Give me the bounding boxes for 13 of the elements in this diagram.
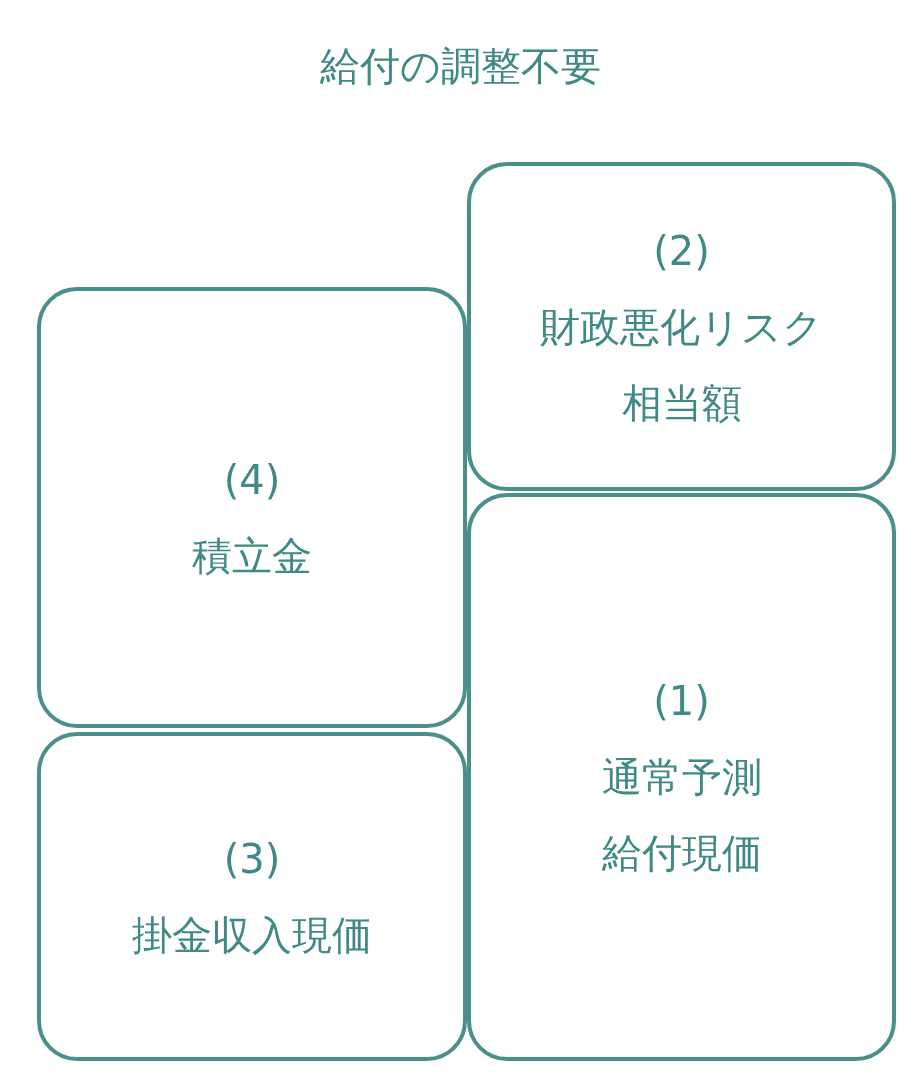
rounded-box bbox=[467, 493, 896, 1061]
item-number: (1) bbox=[653, 677, 710, 726]
item-number: (2) bbox=[653, 226, 710, 276]
item-number: (4) bbox=[223, 455, 281, 505]
box-label: 積立金 bbox=[192, 531, 312, 581]
box-label: 通常予測給付現価 bbox=[600, 753, 763, 878]
title: 給付の調整不要 bbox=[318, 42, 602, 91]
box-label: 掛金収入現価 bbox=[132, 910, 372, 960]
item-number: (3) bbox=[223, 834, 281, 884]
rounded-box bbox=[37, 287, 467, 728]
rounded-box bbox=[37, 732, 467, 1061]
box-label: 財政悪化リスク相当額 bbox=[539, 302, 824, 428]
rounded-box bbox=[467, 162, 896, 491]
